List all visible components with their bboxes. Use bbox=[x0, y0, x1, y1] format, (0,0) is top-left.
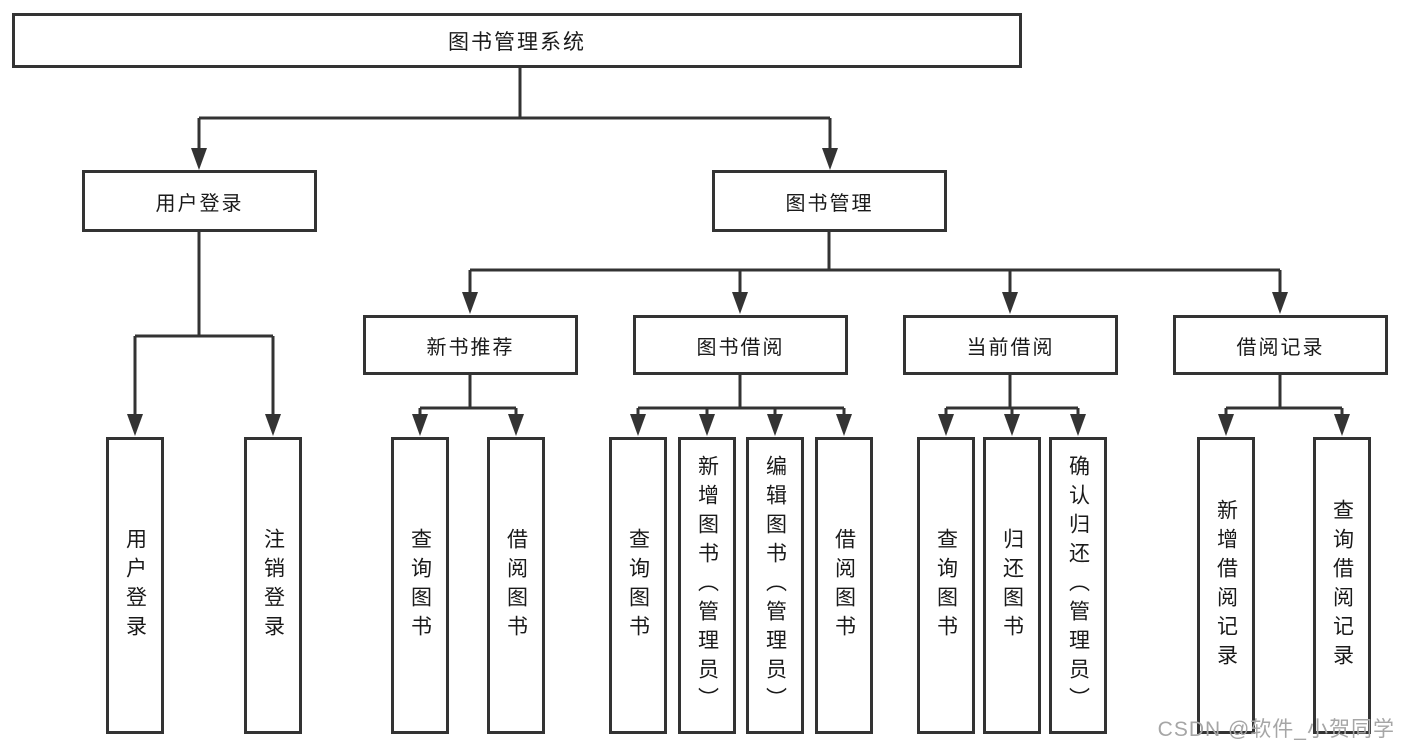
leaf-borrow-books-recommend: 借阅图书 bbox=[487, 437, 545, 734]
node-user-login: 用户登录 bbox=[82, 170, 317, 232]
arrowhead-icon bbox=[1334, 414, 1350, 436]
node-label: 借阅图书 bbox=[504, 527, 528, 644]
arrowhead-icon bbox=[699, 414, 715, 436]
node-label: 图书借阅 bbox=[696, 336, 785, 359]
leaf-return-books: 归还图书 bbox=[983, 437, 1041, 734]
leaf-query-borrow-record: 查询借阅记录 bbox=[1313, 437, 1371, 734]
node-label: 图书管理 bbox=[785, 192, 874, 215]
node-current-borrowing: 当前借阅 bbox=[903, 315, 1118, 375]
node-book-management-system: 图书管理系统 bbox=[12, 13, 1022, 68]
leaf-query-books-current: 查询图书 bbox=[917, 437, 975, 734]
arrowhead-icon bbox=[630, 414, 646, 436]
node-label: 借阅图书 bbox=[832, 527, 856, 644]
arrowhead-icon bbox=[462, 292, 478, 314]
arrowhead-icon bbox=[1272, 292, 1288, 314]
node-label: 查询图书 bbox=[934, 527, 958, 644]
node-label: 编辑图书（管理员） bbox=[763, 455, 787, 716]
leaf-logout: 注销登录 bbox=[244, 437, 302, 734]
arrowhead-icon bbox=[732, 292, 748, 314]
leaf-add-books-admin: 新增图书（管理员） bbox=[678, 437, 736, 734]
node-label: 查询图书 bbox=[626, 527, 650, 644]
node-label: 借阅记录 bbox=[1236, 336, 1325, 359]
node-label: 图书管理系统 bbox=[448, 30, 586, 54]
node-new-book-recommendation: 新书推荐 bbox=[363, 315, 578, 375]
arrowhead-icon bbox=[127, 414, 143, 436]
leaf-user-login: 用户登录 bbox=[106, 437, 164, 734]
arrowhead-icon bbox=[412, 414, 428, 436]
node-label: 查询借阅记录 bbox=[1330, 498, 1354, 673]
leaf-confirm-return-admin: 确认归还（管理员） bbox=[1049, 437, 1107, 734]
arrowhead-icon bbox=[191, 148, 207, 170]
leaf-query-books-recommend: 查询图书 bbox=[391, 437, 449, 734]
arrowhead-icon bbox=[1004, 414, 1020, 436]
arrowhead-icon bbox=[265, 414, 281, 436]
csdn-watermark: CSDN @软件_小贺同学 bbox=[1157, 718, 1395, 741]
arrowhead-icon bbox=[1218, 414, 1234, 436]
arrowhead-icon bbox=[836, 414, 852, 436]
connector-path bbox=[133, 68, 1344, 416]
node-label: 归还图书 bbox=[1000, 527, 1024, 644]
arrowhead-icon bbox=[1070, 414, 1086, 436]
arrowhead-icon bbox=[1002, 292, 1018, 314]
node-label: 确认归还（管理员） bbox=[1066, 455, 1090, 716]
node-label: 用户登录 bbox=[155, 192, 244, 215]
leaf-add-borrow-record: 新增借阅记录 bbox=[1197, 437, 1255, 734]
arrowhead-icon bbox=[767, 414, 783, 436]
node-label: 用户登录 bbox=[123, 527, 147, 644]
leaf-borrow-books: 借阅图书 bbox=[815, 437, 873, 734]
node-label: 新增借阅记录 bbox=[1214, 498, 1238, 673]
node-book-management: 图书管理 bbox=[712, 170, 947, 232]
node-label: 查询图书 bbox=[408, 527, 432, 644]
node-book-borrowing: 图书借阅 bbox=[633, 315, 848, 375]
leaf-query-books-borrowing: 查询图书 bbox=[609, 437, 667, 734]
node-label: 注销登录 bbox=[261, 527, 285, 644]
arrowhead-icon bbox=[822, 148, 838, 170]
arrowhead-icon bbox=[508, 414, 524, 436]
node-label: 新增图书（管理员） bbox=[695, 455, 719, 716]
arrowhead-icon bbox=[938, 414, 954, 436]
node-label: 新书推荐 bbox=[426, 336, 515, 359]
node-label: 当前借阅 bbox=[966, 336, 1055, 359]
node-borrowing-records: 借阅记录 bbox=[1173, 315, 1388, 375]
leaf-edit-books-admin: 编辑图书（管理员） bbox=[746, 437, 804, 734]
